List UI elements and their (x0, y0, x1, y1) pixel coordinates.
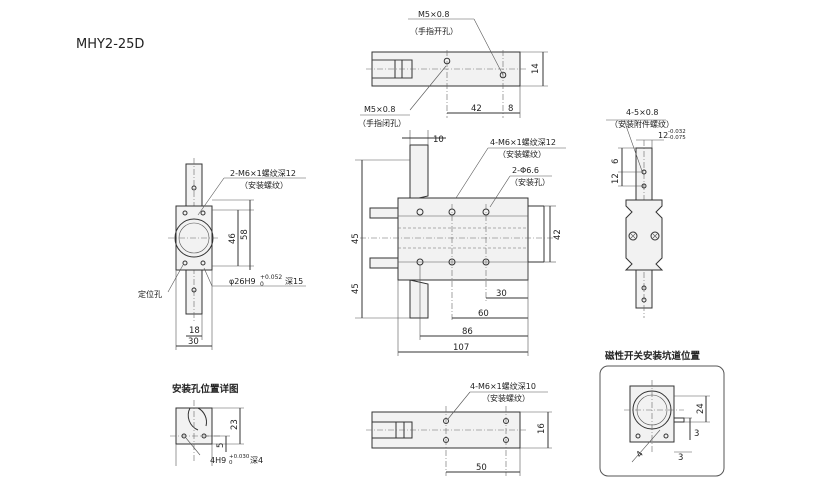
detail-heading: 安装孔位置详图 (172, 383, 239, 395)
left-dim-46: 46 (228, 233, 238, 244)
bottom-callout-label: （安装螺纹） (482, 393, 530, 403)
switch-dim-3-upper: 3 (694, 429, 699, 439)
bottom-dim-16: 16 (537, 423, 547, 434)
switch-dim-3-lower: 3 (678, 453, 683, 463)
top-dim-8: 8 (508, 104, 513, 114)
detail-pin-tol: +0.030 (229, 454, 250, 460)
top-callout-close-thread: M5×0.8 (364, 105, 395, 114)
detail-view (170, 400, 244, 466)
model-title: MHY2-25D (76, 37, 144, 52)
front-callout-hole-label: （安装孔） (510, 177, 550, 187)
top-callout-open-label: （手指开孔） (410, 26, 458, 36)
front-dim-107: 107 (453, 343, 469, 353)
switch-dim-24: 24 (696, 403, 706, 414)
left-bore-tol-low: 0 (260, 281, 264, 288)
top-callout-open-thread: M5×0.8 (418, 10, 449, 19)
front-dim-45-lower: 45 (351, 283, 361, 294)
left-dim-18: 18 (189, 326, 200, 336)
right-fit-tol-high: -0.032 (668, 129, 686, 135)
right-dim-6: 6 (611, 159, 621, 164)
left-dim-30: 30 (188, 337, 199, 347)
detail-pin-tol-low: 0 (229, 460, 233, 466)
top-dim-14: 14 (531, 63, 541, 74)
right-dim-12: 12 (611, 173, 621, 184)
right-fit-tol-low: -0.075 (668, 135, 686, 141)
left-bore-depth: 深15 (285, 277, 303, 286)
left-callout-thread: 2-M6×1螺纹深12 (230, 168, 296, 178)
top-dim-42: 42 (471, 104, 482, 114)
left-callout-thread-label: （安装螺纹） (240, 180, 288, 190)
front-dim-30: 30 (496, 289, 507, 299)
right-callout-label: （安装附件螺纹） (610, 119, 674, 129)
top-view (360, 18, 548, 118)
detail-pin-depth: 深4 (250, 456, 263, 465)
right-fit-label: 12 (658, 131, 668, 140)
detail-dim-23: 23 (230, 419, 240, 430)
switch-heading: 磁性开关安装坑道位置 (605, 350, 701, 362)
left-bore-label: φ26H9 (229, 277, 256, 286)
front-view (355, 130, 566, 356)
switch-view (624, 380, 710, 463)
detail-dim-5: 5 (216, 443, 226, 448)
bottom-dim-50: 50 (476, 463, 487, 473)
left-view (167, 158, 306, 350)
front-dim-42: 42 (553, 229, 563, 240)
front-dim-86: 86 (462, 327, 473, 337)
bottom-view (366, 391, 552, 476)
front-dim-60: 60 (478, 309, 489, 319)
right-view (606, 119, 666, 318)
left-bore-tol: +0.052 (260, 274, 282, 281)
front-callout-thread: 4-M6×1螺纹深12 (490, 137, 556, 147)
bottom-callout-thread: 4-M6×1螺纹深10 (470, 381, 536, 391)
front-callout-hole: 2-Φ6.6 (512, 166, 539, 175)
front-dim-45-upper: 45 (351, 233, 361, 244)
front-callout-thread-label: （安装螺纹） (498, 149, 546, 159)
left-dim-58: 58 (240, 229, 250, 240)
top-callout-close-label: （手指闭孔） (358, 118, 406, 128)
switch-dim-4: 4 (635, 449, 646, 460)
detail-pin-label: 4H9 (210, 456, 226, 465)
left-pin-label: 定位孔 (138, 289, 162, 299)
right-callout-thread: 4-5×0.8 (626, 108, 659, 117)
front-dim-10: 10 (433, 135, 444, 145)
